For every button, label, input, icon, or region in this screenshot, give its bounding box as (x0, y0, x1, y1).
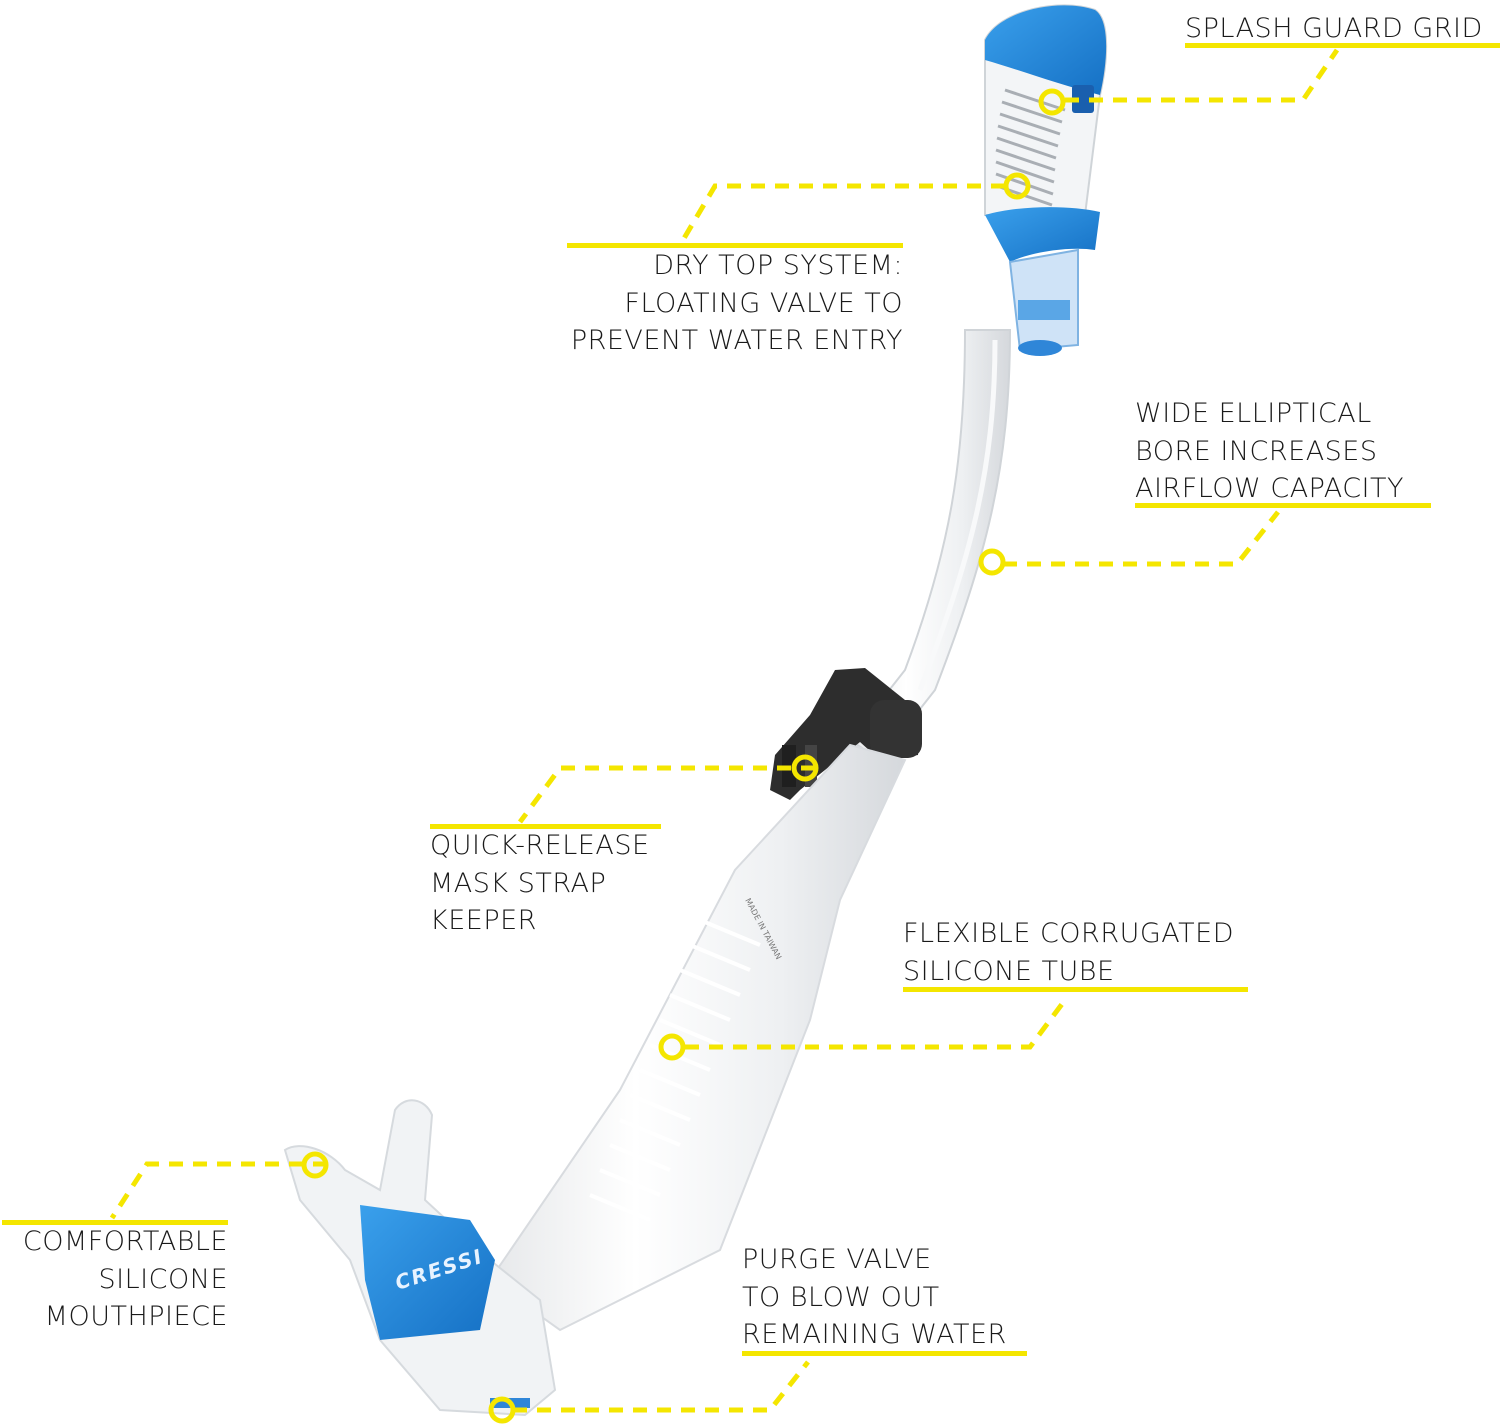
callout-elliptical-bore: WIDE ELLIPTICAL BORE INCREASES AIRFLOW C… (1135, 395, 1404, 508)
callout-line: SPLASH GUARD GRID (1185, 13, 1483, 44)
callout-line: FLOATING VALVE TO (624, 287, 903, 319)
marker-mouthpiece (301, 1151, 329, 1179)
callout-line: PREVENT WATER ENTRY (570, 325, 903, 356)
dry-top-head (984, 4, 1108, 356)
callout-mouthpiece: COMFORTABLE SILICONE MOUTHPIECE (0, 1223, 228, 1336)
marker-splash-guard (1038, 88, 1066, 116)
underline-corrugated-tube (903, 987, 1248, 992)
marker-corrugated-tube (658, 1033, 686, 1061)
callout-line: WIDE ELLIPTICAL (1135, 398, 1372, 429)
callout-line: REMAINING WATER (742, 1319, 1007, 1350)
underline-mouthpiece (2, 1220, 228, 1225)
callout-line: SILICONE (98, 1263, 228, 1295)
marker-purge-valve (488, 1396, 516, 1424)
callout-connectors (109, 48, 1340, 1413)
callout-line: BORE INCREASES (1135, 435, 1378, 467)
underline-strap-keeper (430, 824, 661, 829)
callout-line: AIRFLOW CAPACITY (1135, 473, 1405, 504)
callout-markers (301, 88, 1066, 1424)
callout-purge-valve: PURGE VALVE TO BLOW OUT REMAINING WATER (742, 1241, 1007, 1354)
marker-dry-top (1003, 172, 1031, 200)
callout-corrugated-tube: FLEXIBLE CORRUGATED SILICONE TUBE (903, 915, 1234, 990)
callout-line: COMFORTABLE (22, 1226, 228, 1257)
callout-line: MOUTHPIECE (44, 1301, 228, 1332)
underline-elliptical-bore (1135, 503, 1431, 508)
callout-splash-guard: SPLASH GUARD GRID (1185, 10, 1483, 48)
mouthpiece: CRESSI (283, 1099, 557, 1417)
callout-line: MASK STRAP (430, 867, 607, 899)
callout-line: QUICK-RELEASE (430, 830, 650, 861)
callout-strap-keeper: QUICK-RELEASE MASK STRAP KEEPER (430, 827, 650, 940)
callout-line: KEEPER (430, 905, 537, 936)
underline-dry-top (567, 243, 903, 248)
underline-purge-valve (742, 1351, 1027, 1356)
callout-line: TO BLOW OUT (742, 1281, 940, 1313)
callout-line: SILICONE TUBE (903, 955, 1115, 987)
callout-dry-top: DRY TOP SYSTEM: FLOATING VALVE TO PREVEN… (540, 247, 903, 360)
callout-line: FLEXIBLE CORRUGATED (903, 918, 1234, 949)
callout-line: DRY TOP SYSTEM: (653, 250, 903, 281)
underline-splash-guard (1185, 43, 1500, 48)
marker-elliptical-bore (978, 548, 1006, 576)
lower-tube: MADE IN TAIWAN (488, 743, 907, 1332)
marker-strap-keeper (791, 754, 819, 782)
callout-line: PURGE VALVE (742, 1244, 932, 1275)
